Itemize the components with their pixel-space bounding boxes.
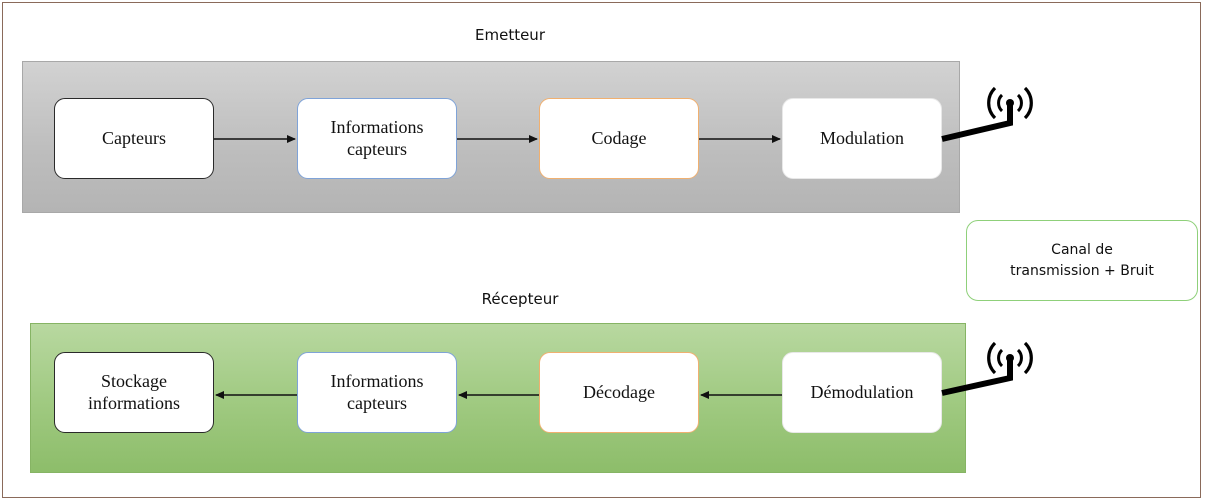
emetteur-title: Emetteur: [475, 26, 545, 44]
demodulation-block: Démodulation: [782, 352, 942, 433]
decodage-block: Décodage: [539, 352, 699, 433]
recepteur-title: Récepteur: [481, 290, 559, 308]
receiver-cable: [941, 358, 1013, 396]
codage-block: Codage: [539, 98, 699, 179]
receiver-antenna-icon: [987, 341, 1033, 375]
modulation-block: Modulation: [782, 98, 942, 179]
emitter-cable: [941, 103, 1013, 142]
emitter-antenna-icon: [987, 86, 1033, 120]
capteurs-block: Capteurs: [54, 98, 214, 179]
